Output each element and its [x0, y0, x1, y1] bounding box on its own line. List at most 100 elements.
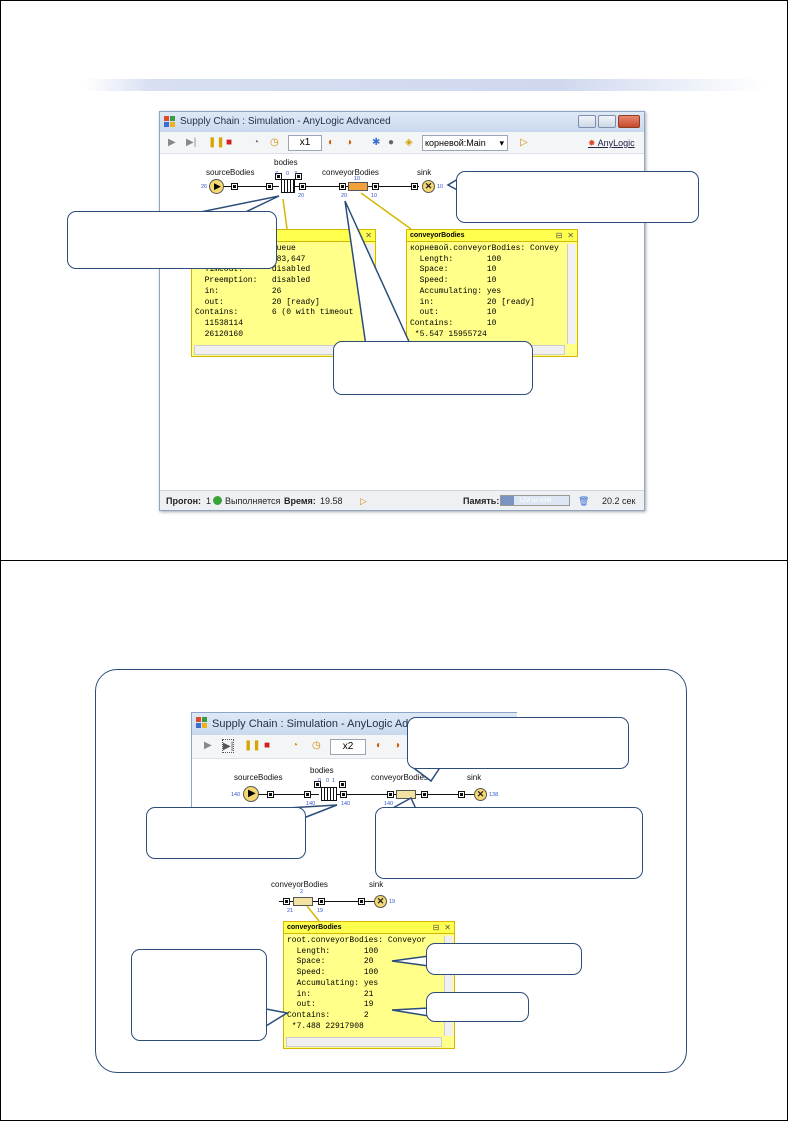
inspect-title: conveyorBodies: [407, 230, 577, 242]
maximize-button[interactable]: [598, 115, 616, 128]
callout-box: [67, 211, 277, 269]
faster-icon[interactable]: ◐: [376, 740, 383, 751]
count: 7: [275, 171, 279, 177]
inspect-text: корневой.conveyorBodies: Convey Length: …: [410, 244, 559, 339]
port: [339, 781, 346, 788]
inspect-window-conveyor[interactable]: conveyorBodies ⊟ ✕ корневой.conveyorBodi…: [406, 229, 578, 357]
port: [318, 898, 325, 905]
inspect-controls-icon[interactable]: ⊟ ✕: [353, 232, 372, 241]
content-frame: [95, 669, 687, 1073]
camera-icon[interactable]: ●: [388, 137, 395, 148]
port: [314, 781, 321, 788]
port: [458, 791, 465, 798]
speed-field[interactable]: x1: [288, 135, 322, 151]
slide-top: Supply Chain : Simulation - AnyLogic Adv…: [0, 0, 788, 561]
inspect-window-conveyor[interactable]: conveyorBodies ⊟ ✕ root.conveyorBodies: …: [283, 921, 455, 1049]
port: [267, 791, 274, 798]
port: [339, 183, 346, 190]
vertical-scrollbar[interactable]: [567, 244, 576, 344]
count: 7: [294, 171, 298, 177]
callout-box: [375, 807, 643, 879]
conveyor-label: conveyorBodies: [371, 773, 428, 782]
close-button[interactable]: [618, 115, 640, 128]
navigate-icon[interactable]: ◈: [405, 137, 413, 148]
export-icon[interactable]: ▷: [360, 496, 367, 506]
pause-icon[interactable]: ❚❚: [244, 740, 261, 751]
count: 10: [371, 193, 378, 199]
queue-block[interactable]: [281, 179, 295, 193]
minimize-button[interactable]: [578, 115, 596, 128]
callout-box: [146, 807, 306, 859]
port: [358, 898, 365, 905]
run-value: 1: [206, 496, 212, 506]
inspect-controls-icon[interactable]: ⊟ ✕: [432, 924, 451, 933]
stop-icon[interactable]: ■: [226, 137, 233, 148]
port: [275, 173, 282, 180]
clock-icon[interactable]: ◷: [312, 740, 321, 751]
step-icon[interactable]: ▶|: [222, 739, 235, 753]
slower-icon[interactable]: ◔: [253, 137, 260, 148]
speed-field[interactable]: x2: [330, 739, 366, 755]
inspect-controls-icon[interactable]: ⊟ ✕: [555, 232, 574, 241]
count: 19: [389, 899, 396, 905]
slower-icon[interactable]: ◔: [292, 740, 299, 751]
port: [411, 183, 418, 190]
port: [295, 173, 302, 180]
count: 0: [326, 778, 330, 784]
play-icon: ▶: [214, 181, 221, 191]
mini-conveyor-block[interactable]: [293, 897, 313, 906]
connector: [219, 186, 279, 187]
port: [266, 183, 273, 190]
realtime-icon[interactable]: ◑: [346, 137, 353, 148]
inspect-text: root.conveyorBodies: Conveyor Length: 10…: [287, 936, 427, 1031]
source-block[interactable]: ▶: [209, 179, 224, 194]
port: [372, 183, 379, 190]
anylogic-brand[interactable]: ✸ AnyLogic: [588, 138, 635, 148]
play-icon[interactable]: ▶: [204, 740, 212, 751]
count: 140: [384, 801, 394, 807]
count: 138: [489, 792, 499, 798]
realtime-icon[interactable]: ◑: [394, 740, 401, 751]
faster-icon[interactable]: ◐: [328, 137, 335, 148]
count: 26: [201, 184, 208, 190]
settings-icon[interactable]: ✱: [372, 137, 381, 148]
source-block[interactable]: ▶: [243, 786, 259, 802]
root-combo[interactable]: корневой:Main▾: [422, 135, 508, 151]
running-icon: [213, 496, 222, 505]
clock-icon[interactable]: ◷: [270, 137, 279, 148]
time-value: 19.58: [320, 496, 343, 506]
connector: [279, 901, 375, 902]
sink-block[interactable]: ✕: [474, 788, 487, 801]
chevron-down-icon: ▾: [499, 138, 504, 148]
export-icon[interactable]: ▷: [520, 137, 528, 148]
toolbar: ▶ ▶| ❚❚ ■ ◔ ◷ x1 ◐ ◑ ✱ ● ◈ корневой:Main…: [160, 132, 644, 154]
window-title: Supply Chain : Simulation - AnyLogic Adv…: [180, 116, 391, 127]
callout-box: [333, 341, 533, 395]
conveyor-block[interactable]: [348, 182, 368, 191]
title-bar: Supply Chain : Simulation - AnyLogic Adv…: [160, 112, 644, 132]
callout-box: [131, 949, 267, 1041]
stop-icon[interactable]: ■: [264, 740, 271, 751]
memory-label: Память:: [463, 496, 500, 506]
horizontal-scrollbar[interactable]: [286, 1037, 442, 1047]
callout-box: [426, 992, 529, 1022]
count: 140: [341, 801, 351, 807]
conveyor-block[interactable]: [396, 790, 416, 799]
pause-icon[interactable]: ❚❚: [208, 137, 225, 148]
count: 19: [317, 908, 324, 914]
trash-icon[interactable]: 🗑: [578, 496, 590, 506]
anylogic-app-icon: [164, 116, 175, 127]
mini-conveyor-label: conveyorBodies: [271, 880, 328, 889]
play-icon[interactable]: ▶: [168, 137, 176, 148]
step-icon[interactable]: ▶|: [186, 137, 197, 148]
vertical-scrollbar[interactable]: [365, 244, 374, 344]
sink-label: sink: [417, 168, 432, 177]
slide-bottom: Supply Chain : Simulation - AnyLogic Adv…: [0, 560, 788, 1121]
vertical-scrollbar[interactable]: [444, 936, 453, 1036]
queue-block[interactable]: [321, 787, 337, 801]
sink-block[interactable]: ✕: [422, 180, 435, 193]
count: 0: [286, 171, 290, 177]
mini-sink-block[interactable]: ✕: [374, 895, 387, 908]
port: [304, 791, 311, 798]
mini-sink-label: sink: [369, 880, 384, 889]
